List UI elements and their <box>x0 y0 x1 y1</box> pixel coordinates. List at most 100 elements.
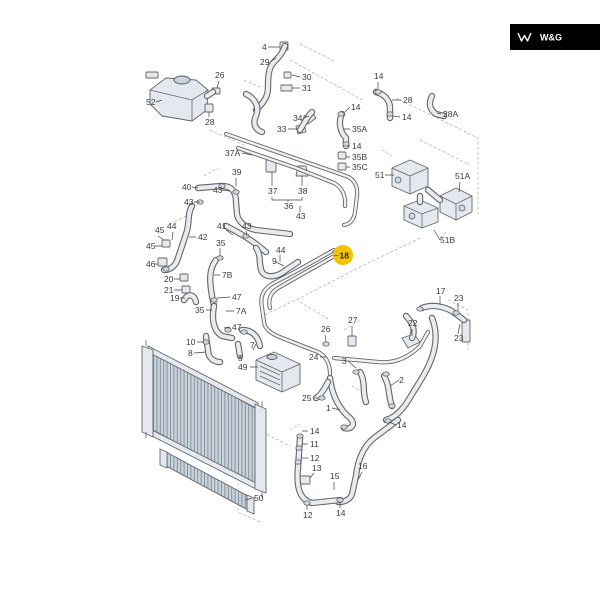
oil-cooler-body <box>255 351 301 393</box>
hose-7b <box>208 257 219 309</box>
callout-label: 35A <box>352 124 367 134</box>
clamp <box>240 329 248 335</box>
auxiliary-cooler-left-cap <box>159 448 168 469</box>
callout-label: 26 <box>215 70 225 80</box>
callout-label: 8 <box>188 348 193 358</box>
tube-18-parallel <box>268 252 340 310</box>
callout-label: 34 <box>293 113 303 123</box>
callout-label: 14 <box>336 508 346 518</box>
callout-label: 43 <box>184 197 194 207</box>
hose-28a <box>427 93 447 119</box>
callout-label: 47 <box>232 322 242 332</box>
radiator-right-tank <box>254 403 267 494</box>
reservoir-cap-piece <box>145 71 159 79</box>
callout-label: 40 <box>182 182 192 192</box>
callout-label: 41 <box>217 221 227 231</box>
bracket-31 <box>280 84 293 92</box>
hose-upper-left <box>243 91 265 135</box>
heat-exchanger-edges <box>439 195 473 220</box>
clamp <box>337 111 345 117</box>
radiator-left-tank <box>141 345 154 438</box>
hose-3 <box>357 369 369 405</box>
callout-label: 39 <box>232 167 242 177</box>
callout-label: 36 <box>284 201 294 211</box>
clamp <box>318 395 326 401</box>
callout-label: 5 <box>238 353 243 363</box>
hoses <box>160 42 468 507</box>
fitting-20 <box>179 273 189 282</box>
callout-label: 12 <box>303 510 313 520</box>
reservoir-edges <box>149 89 209 121</box>
callout-label: 14 <box>397 420 407 430</box>
callout-label: 27 <box>348 315 358 325</box>
callout-label: 33 <box>277 124 287 134</box>
hose-29 <box>253 43 288 113</box>
clamp <box>374 89 382 95</box>
fitting-13 <box>299 475 311 485</box>
clamp <box>242 233 250 239</box>
highlighted-callout: 18 <box>333 245 353 265</box>
callout-label: 35B <box>352 152 367 162</box>
clamp <box>162 266 170 272</box>
hose-12 <box>295 435 343 506</box>
tubes <box>223 131 431 377</box>
callout-label: 43 <box>213 185 223 195</box>
radiator-mount-pins <box>145 340 263 498</box>
callout-label: 16 <box>358 461 368 471</box>
hose-right-down <box>383 315 438 423</box>
callout-label: 14 <box>351 102 361 112</box>
heat-exchanger-port <box>458 204 466 212</box>
oil-cooler-port <box>266 354 278 360</box>
hose-10 <box>203 333 223 365</box>
callout-label: 51 <box>375 170 385 180</box>
hose-34 <box>297 109 315 133</box>
hose-16 <box>335 417 401 505</box>
hose-2 <box>381 373 395 409</box>
fitting-45 <box>161 239 171 248</box>
callout-label: 26 <box>321 324 331 334</box>
brand-logo: W&G <box>510 24 600 50</box>
connector-35c <box>337 162 347 171</box>
callout-label: 4 <box>262 42 267 52</box>
oil-cooler <box>255 351 301 393</box>
group-dashed-lines <box>169 43 479 523</box>
clamp <box>216 255 224 261</box>
callout-label: 28 <box>205 117 215 127</box>
callout-label: 31 <box>302 83 312 93</box>
fitting-46 <box>157 257 168 267</box>
callout-label: 12 <box>310 453 320 463</box>
heat-exchanger-51a <box>439 187 473 221</box>
callout-label: 3 <box>342 356 347 366</box>
heat-exchanger-edges <box>391 167 429 194</box>
callout-label: 28A <box>443 109 458 119</box>
callout-label: 35 <box>216 238 226 248</box>
callout-label: 29 <box>260 57 270 67</box>
callout-label: 46 <box>146 259 156 269</box>
hose-reservoir <box>204 89 216 99</box>
callout-label: 24 <box>309 352 319 362</box>
clamp <box>322 341 330 347</box>
callout-label: 45 <box>155 225 165 235</box>
callout-label: 51B <box>440 235 455 245</box>
coolant-reservoir <box>145 71 209 122</box>
clamp <box>224 327 232 333</box>
callout-label: 47 <box>232 292 242 302</box>
callout-label: 38 <box>298 186 308 196</box>
radiator-fins <box>153 352 255 486</box>
tube-37a <box>236 146 347 208</box>
hose-5 <box>235 341 243 359</box>
clamp <box>342 141 350 147</box>
tube-main <box>224 132 359 227</box>
callout-label: 22 <box>408 318 418 328</box>
callout-label: 42 <box>198 232 208 242</box>
callout-label: 37A <box>225 148 240 158</box>
heat-exchanger-port <box>394 176 402 184</box>
brand-name: W&G <box>540 33 562 43</box>
auxiliary-cooler-fins <box>166 452 248 510</box>
auxiliary-cooler-right-cap <box>246 494 255 515</box>
callout-label: 37 <box>268 186 278 196</box>
heat-exchanger-edges <box>403 205 439 228</box>
callout-label: 49 <box>238 362 248 372</box>
heat-exchanger-port <box>408 212 416 220</box>
